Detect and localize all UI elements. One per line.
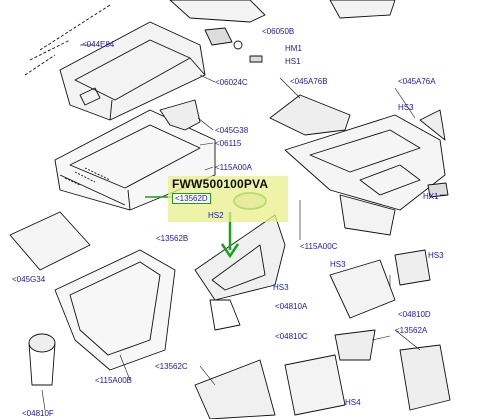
callout-hs3-right[interactable]: HS3 — [428, 251, 444, 260]
cup-part — [28, 333, 56, 386]
callout-04810f[interactable]: <04810F — [22, 409, 54, 418]
guide-line — [24, 4, 111, 76]
fastener-group-top — [204, 27, 263, 63]
highlight-part-number: FWW500100PVA — [172, 177, 269, 191]
callout-06024c[interactable]: <06024C — [215, 78, 248, 87]
callout-06050b[interactable]: <06050B — [262, 27, 295, 36]
callout-hs1[interactable]: HS1 — [285, 57, 301, 66]
callout-hs3-top[interactable]: HS3 — [398, 103, 414, 112]
bracket-a-part — [399, 344, 451, 411]
callout-044e84[interactable]: <044E84 — [82, 40, 115, 49]
insert-part — [329, 259, 396, 319]
callout-115a00b[interactable]: <115A00B — [95, 376, 132, 385]
callout-hs3-mid[interactable]: HS3 — [330, 260, 346, 269]
shifter-bezel-part — [194, 214, 286, 331]
trim-piece-part — [269, 94, 351, 136]
callout-hs2[interactable]: HS2 — [208, 211, 224, 220]
callout-04810c[interactable]: <04810C — [275, 332, 308, 341]
callout-04810d[interactable]: <04810D — [398, 310, 431, 319]
insert-d-part — [394, 249, 431, 286]
callout-04810a[interactable]: <04810A — [275, 302, 308, 311]
top-frame-part — [169, 0, 396, 23]
surround-part — [194, 359, 276, 419]
callout-13562c[interactable]: <13562C — [155, 362, 188, 371]
lid-part — [9, 211, 91, 271]
callout-06115[interactable]: <06115 — [215, 139, 242, 148]
callout-hm1[interactable]: HM1 — [285, 44, 302, 53]
callout-045g34[interactable]: <045G34 — [12, 275, 46, 284]
callout-045g38[interactable]: <045G38 — [215, 126, 249, 135]
callout-115a00c[interactable]: <115A00C — [300, 242, 338, 251]
console-body-part — [284, 109, 446, 211]
callout-13562b[interactable]: <13562B — [156, 234, 189, 243]
callout-hx1[interactable]: HX1 — [423, 192, 439, 201]
bracket-part — [159, 99, 201, 131]
callout-045a76a[interactable]: <045A76A — [398, 77, 436, 86]
highlight-callout-label[interactable]: <13562D — [172, 193, 211, 204]
insert-c-part — [334, 329, 376, 361]
callout-hs4[interactable]: HS4 — [345, 398, 361, 407]
callout-13562a[interactable]: <13562A — [395, 326, 428, 335]
callout-115a00a[interactable]: <115A00A — [215, 163, 252, 172]
mechanism-part — [284, 354, 346, 416]
cupholder-part — [339, 194, 396, 236]
callout-hs3-low[interactable]: HS3 — [273, 283, 289, 292]
upper-cover-part — [59, 21, 206, 121]
callout-045a76b[interactable]: <045A76B — [290, 77, 328, 86]
leader-lines — [41, 44, 448, 411]
lower-tray-part — [54, 249, 176, 371]
